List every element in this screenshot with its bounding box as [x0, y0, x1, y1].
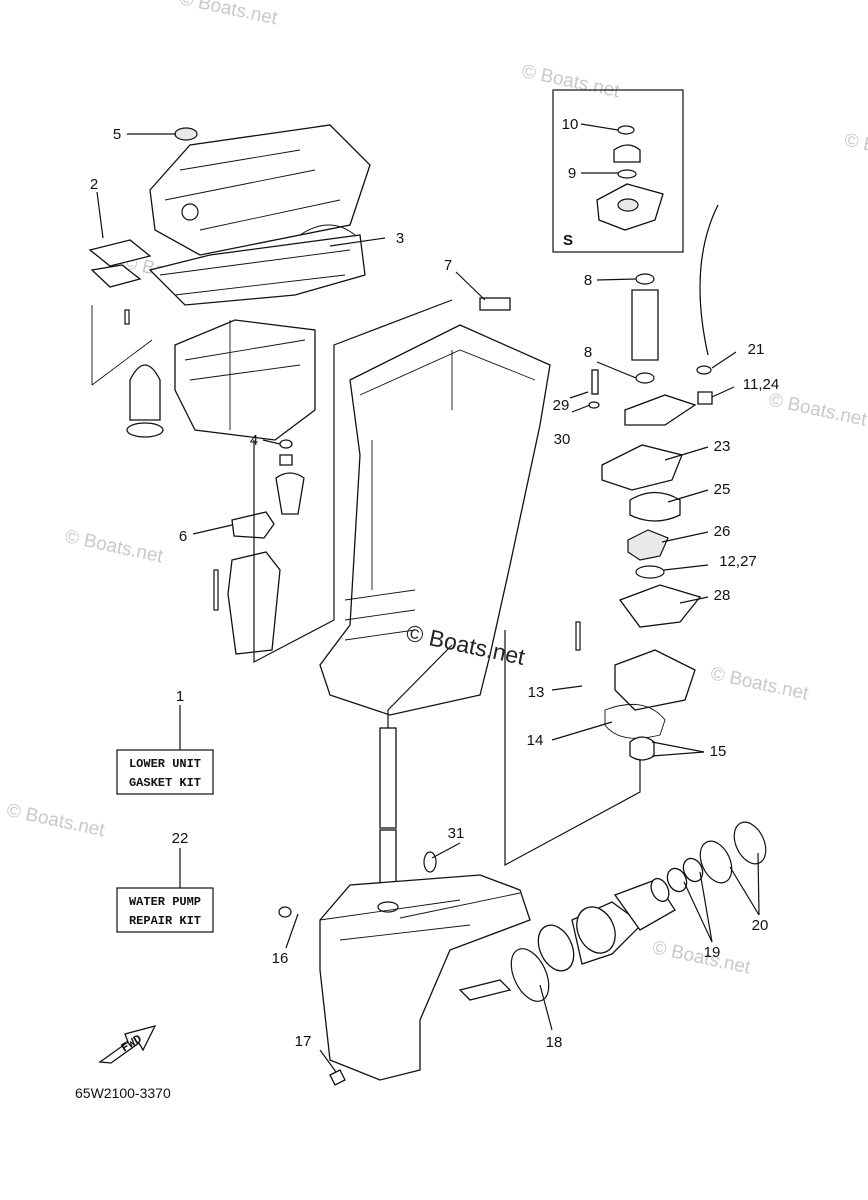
- callout-22: 22: [172, 830, 189, 847]
- watermark: © Boats.net: [650, 937, 752, 978]
- diagram-code: 65W2100-3370: [75, 1085, 171, 1101]
- callout-26: 26: [714, 523, 731, 540]
- callout-21: 21: [748, 341, 765, 358]
- gearcase: [319, 851, 531, 1081]
- watermark: © Boats.net: [63, 526, 165, 567]
- callout-4: 4: [250, 432, 258, 449]
- callout-3: 3: [396, 230, 404, 247]
- callout-1: 1: [176, 688, 184, 705]
- watermark: © Boats.net: [709, 663, 811, 704]
- callout-18: 18: [546, 1034, 563, 1051]
- callout-labels: 1 2 3 4 5 6 7 8 8 9 10 11,24 12,27 13 14…: [90, 116, 779, 1051]
- propeller-shaft-parts: [278, 821, 767, 1086]
- callout-8a: 8: [584, 272, 592, 289]
- callout-28: 28: [714, 587, 731, 604]
- gasket-kit-line1: LOWER UNIT: [129, 757, 201, 771]
- callout-31: 31: [448, 825, 465, 842]
- inset-label: S: [563, 232, 573, 249]
- callout-13: 13: [528, 684, 545, 701]
- pump-kit-line1: WATER PUMP: [129, 895, 201, 909]
- callout-30: 30: [554, 431, 571, 448]
- watermark: © Boats.net: [842, 130, 868, 171]
- callout-10: 10: [562, 116, 579, 133]
- callout-2: 2: [90, 176, 98, 193]
- callout-20: 20: [752, 917, 769, 934]
- callout-6: 6: [179, 528, 187, 545]
- callout-23: 23: [714, 438, 731, 455]
- callout-16: 16: [272, 950, 289, 967]
- pump-kit-box: WATER PUMP REPAIR KIT: [116, 887, 214, 933]
- leader-lines: [96, 123, 760, 1073]
- callout-17: 17: [295, 1033, 312, 1050]
- watermark: © Boats.net: [767, 389, 868, 430]
- gasket-kit-line2: GASKET KIT: [129, 776, 201, 790]
- watermark: © Boats.net: [520, 61, 622, 102]
- callout-12-27: 12,27: [719, 553, 757, 570]
- drive-housing: [319, 297, 551, 716]
- callout-25: 25: [714, 481, 731, 498]
- water-pump-parts: [575, 204, 719, 761]
- callout-5: 5: [113, 126, 121, 143]
- callout-15: 15: [710, 743, 727, 760]
- pump-kit-line2: REPAIR KIT: [129, 914, 201, 928]
- callout-11-24: 11,24: [743, 376, 779, 393]
- gasket-kit-box: LOWER UNIT GASKET KIT: [116, 749, 214, 795]
- callout-9: 9: [568, 165, 576, 182]
- fwd-arrow-icon: FWD: [98, 1025, 157, 1064]
- watermark: © Boats.net: [5, 800, 107, 841]
- callout-8b: 8: [584, 344, 592, 361]
- inset-box: S: [552, 89, 684, 253]
- callout-7: 7: [444, 257, 452, 274]
- callout-29: 29: [553, 397, 570, 414]
- upper-cover: [88, 124, 371, 441]
- watermark: © Boats.net: [177, 0, 279, 30]
- mid-parts: [213, 299, 453, 663]
- callout-19: 19: [704, 944, 721, 961]
- callout-14: 14: [527, 732, 544, 749]
